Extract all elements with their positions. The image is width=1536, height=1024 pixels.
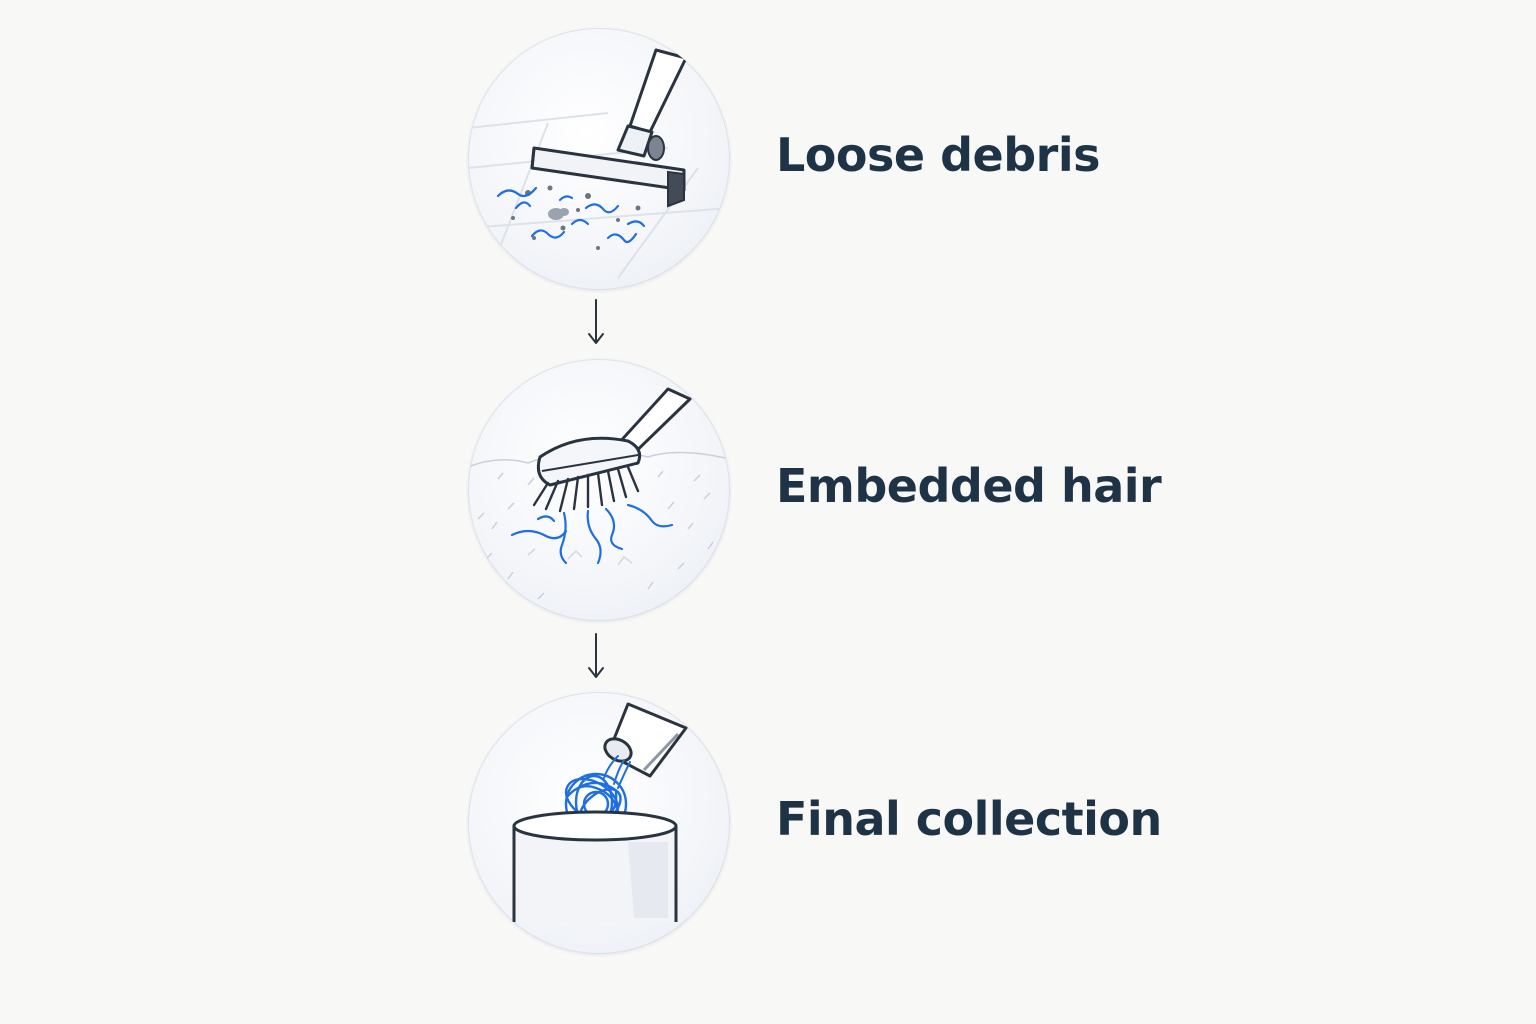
down-arrow-icon: [584, 630, 608, 682]
step-embedded-hair: Embedded hair: [468, 359, 1368, 621]
step-label: Loose debris: [776, 128, 1101, 182]
step-final-collection: Final collection: [468, 692, 1368, 954]
down-arrow-icon: [584, 296, 608, 348]
scrub-brush-icon: [468, 359, 730, 621]
step-label: Final collection: [776, 792, 1162, 846]
step-loose-debris: Loose debris: [468, 28, 1368, 290]
vacuum-icon: [468, 28, 730, 290]
bin-icon: [468, 692, 730, 954]
step-label: Embedded hair: [776, 459, 1162, 513]
